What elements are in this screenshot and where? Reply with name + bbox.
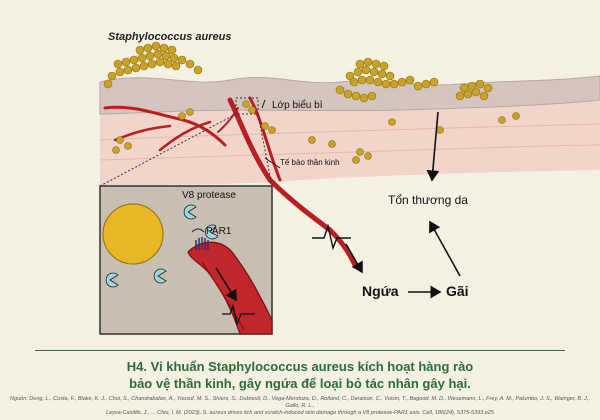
v8-protease-molecules [105, 204, 219, 288]
label-par1: PAR1 [206, 226, 232, 237]
label-skin-damage: Tổn thương da [388, 193, 468, 207]
par1-receptor [191, 228, 209, 250]
bacteria-clusters [103, 41, 520, 164]
inset-bacterium [102, 203, 164, 265]
source-line-2: Leyva-Castillo, J., ... Chiu, I. M. (202… [106, 410, 494, 416]
source-line-1: Nguồn: Deng, L., Costa, F., Blake, K. J.… [10, 396, 590, 409]
label-scratch: Gãi [446, 283, 469, 299]
label-bacteria: Staphylococcus aureus [108, 31, 232, 43]
caption-line-1: H4. Vi khuẩn Staphylococcus aureus kích … [126, 359, 474, 374]
source-citation: Nguồn: Deng, L., Costa, F., Blake, K. J.… [8, 396, 592, 417]
diagram-illustration [99, 41, 600, 335]
caption-line-2: bảo vệ thần kinh, gây ngứa để loại bỏ tá… [129, 376, 471, 391]
figure-caption: H4. Vi khuẩn Staphylococcus aureus kích … [40, 358, 560, 392]
label-itch: Ngứa [362, 283, 399, 299]
label-v8-protease: V8 protease [182, 190, 236, 201]
label-neuron: Tế bào thần kinh [280, 158, 340, 167]
label-epidermis: Lớp biểu bì [272, 100, 323, 111]
dermis-layer [100, 92, 600, 186]
divider [35, 350, 565, 351]
